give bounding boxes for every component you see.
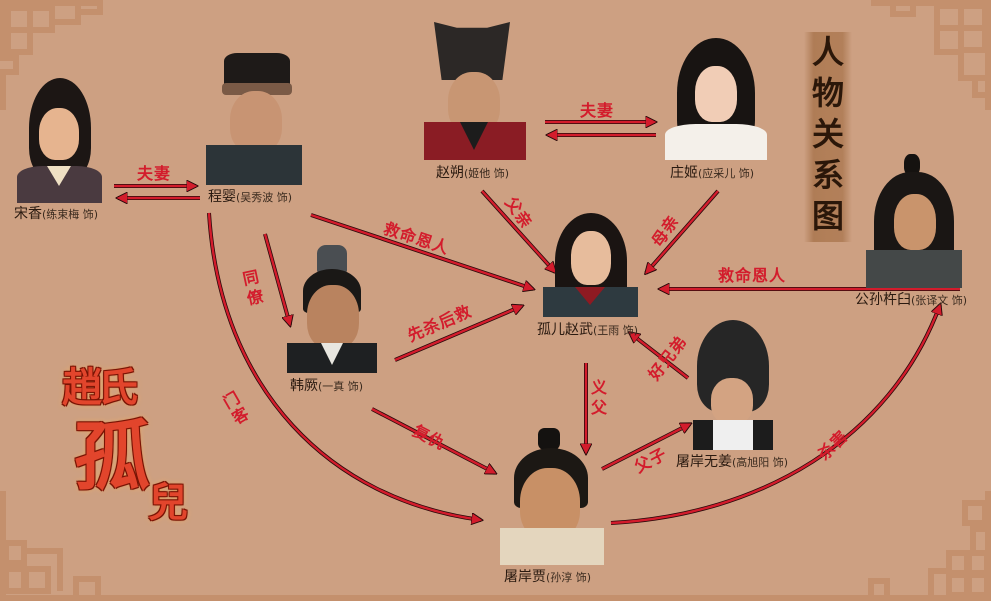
corner-fret-bottom-left xyxy=(0,491,110,601)
portrait-tuanwujiang xyxy=(693,320,773,450)
label-songxiang: 宋香(练束梅 饰) xyxy=(14,206,99,222)
label-gongsun: 公孙杵臼(张译文 饰) xyxy=(855,292,968,308)
label-zhaowu: 孤儿赵武(王雨 饰) xyxy=(537,322,639,338)
diagram-title: 人 物 关 系 图 xyxy=(804,32,852,242)
portrait-zhuangji xyxy=(665,38,767,160)
label-zhuangji: 庄姬(应采儿 饰) xyxy=(670,165,755,181)
corner-fret-bottom-right xyxy=(861,491,991,601)
label-tuanwujiang: 屠岸无姜(高旭阳 饰) xyxy=(676,454,789,470)
border-bottom xyxy=(100,595,891,601)
portrait-songxiang xyxy=(17,78,102,203)
portrait-tuangu xyxy=(500,428,604,565)
portrait-zhaowu xyxy=(543,205,638,317)
relation-label-father: 父亲 xyxy=(501,193,537,233)
portrait-hanjue xyxy=(287,245,377,373)
relation-label-kill-then-save: 先杀后救 xyxy=(404,301,475,346)
relation-label-good-brothers: 好兄弟 xyxy=(644,331,691,384)
label-tuangu: 屠岸贾(孙淳 饰) xyxy=(504,569,592,585)
relation-label-foster-father: 义父 xyxy=(591,378,609,417)
label-chengying: 程婴(吴秀波 饰) xyxy=(208,189,293,205)
relation-label-retainer: 门客 xyxy=(219,387,253,429)
relation-label-savior-chengying: 救命恩人 xyxy=(381,218,452,258)
relation-label-zhaoshuo-zhuangji: 夫妻 xyxy=(580,101,615,120)
label-hanjue: 韩厥(一真 饰) xyxy=(290,378,364,394)
relation-label-colleague: 同僚 xyxy=(241,266,266,309)
portrait-zhaoshuo xyxy=(424,22,526,160)
title-brush-background xyxy=(804,32,852,242)
corner-fret-top-right xyxy=(871,0,991,110)
title-text: 人 物 关 系 图 xyxy=(811,33,844,235)
relation-label-savior-gongsun: 救命恩人 xyxy=(718,266,787,285)
relation-label-songxiang-chengying: 夫妻 xyxy=(137,164,172,183)
portrait-chengying xyxy=(206,53,302,185)
relation-label-mother: 母亲 xyxy=(647,211,683,251)
drama-logo: 趙氏 孤 兒 xyxy=(62,364,188,526)
relation-label-revenge: 复仇 xyxy=(409,421,449,454)
relation-label-murder: 杀害 xyxy=(814,426,852,464)
relation-label-father-son: 父子 xyxy=(631,443,671,477)
portrait-gongsun xyxy=(866,154,962,288)
label-zhaoshuo: 赵朔(姬他 饰) xyxy=(436,165,510,181)
corner-fret-top-left xyxy=(0,0,103,110)
